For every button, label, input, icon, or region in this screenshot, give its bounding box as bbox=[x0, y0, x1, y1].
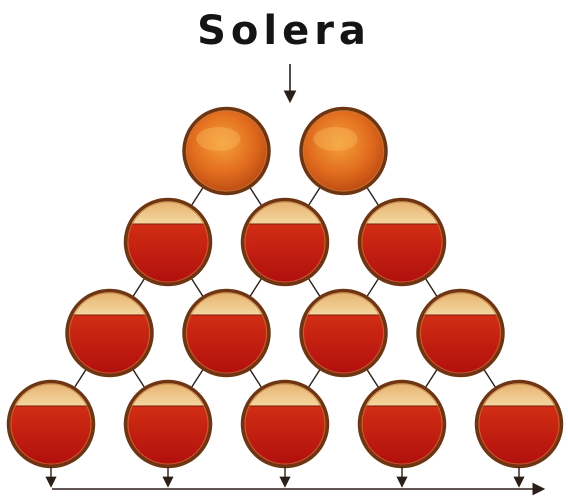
barrel-highlight bbox=[314, 127, 358, 151]
barrel-wine bbox=[303, 110, 385, 192]
barrel-tier-4-4 bbox=[358, 380, 446, 467]
barrel-tier-2-2 bbox=[241, 198, 329, 285]
barrel-highlight bbox=[197, 127, 241, 151]
barrel-tier-3-1 bbox=[66, 289, 154, 376]
barrel-tier-3-2 bbox=[183, 289, 271, 376]
barrel-tier-4-1 bbox=[7, 380, 95, 467]
barrel-tier-4-2 bbox=[124, 380, 212, 467]
barrel-tier-3-3 bbox=[300, 289, 388, 376]
barrel-tier-3-4 bbox=[417, 289, 505, 376]
barrel-wine bbox=[186, 110, 268, 192]
barrel-tier-2-1 bbox=[124, 198, 212, 285]
barrels bbox=[7, 109, 563, 467]
barrel-tier-1-1 bbox=[184, 109, 269, 194]
barrel-tier-4-3 bbox=[241, 380, 329, 467]
barrel-tier-2-3 bbox=[358, 198, 446, 285]
barrel-tier-1-2 bbox=[301, 109, 386, 194]
output-line bbox=[51, 467, 542, 489]
barrel-tier-4-5 bbox=[475, 380, 563, 467]
